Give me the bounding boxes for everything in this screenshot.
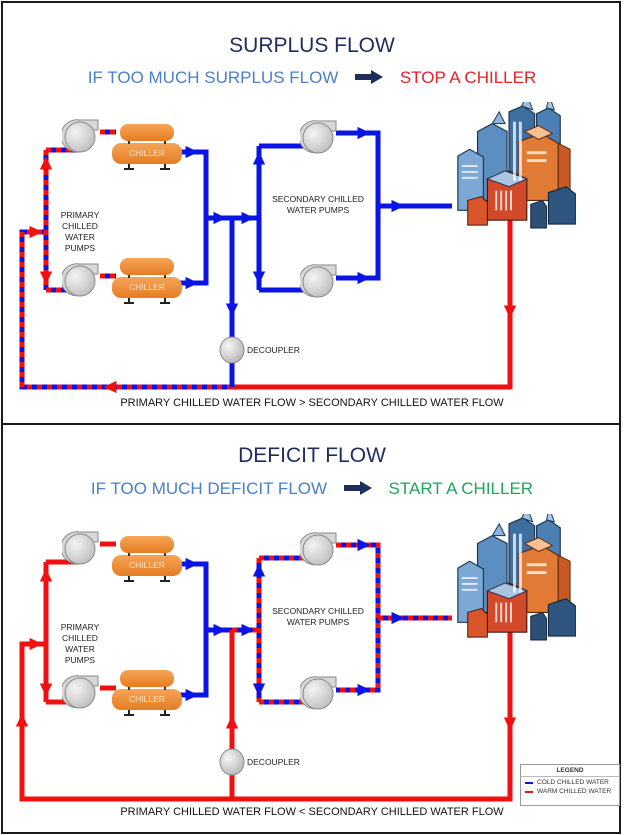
flow-arrow-icon	[241, 623, 255, 637]
surplus-action: STOP A CHILLER	[399, 68, 537, 87]
pump-icon	[300, 120, 337, 154]
primary-pumps-label: CHILLED	[62, 221, 98, 231]
flow-arrow-icon	[39, 568, 53, 582]
pump-icon	[300, 532, 337, 566]
mixed-water-pipe	[19, 229, 232, 390]
flow-arrow-icon	[391, 611, 405, 625]
flow-arrow-icon	[241, 211, 255, 225]
legend-item-warm: WARM CHILLED WATER	[521, 786, 619, 795]
flow-arrow-icon	[213, 623, 227, 637]
warm-water-pipe	[19, 641, 232, 802]
warm-water-pipe	[232, 632, 513, 802]
primary-pumps-label: CHILLED	[62, 633, 98, 643]
legend-item-cold: COLD CHILLED WATER	[521, 777, 619, 786]
legend-title: LEGEND	[521, 765, 619, 777]
chiller-icon	[112, 536, 182, 582]
flow-arrow-icon	[357, 126, 371, 140]
chiller-label: CHILLER	[129, 694, 165, 704]
flow-arrow-icon	[185, 145, 199, 159]
surplus-title: SURPLUS FLOW	[229, 34, 395, 57]
flow-arrow-icon	[103, 380, 117, 394]
flow-arrow-icon	[225, 303, 239, 317]
flow-arrow-icon	[357, 271, 371, 285]
right-arrow-icon	[343, 480, 372, 500]
flow-arrow-icon	[185, 557, 199, 571]
flow-arrow-icon	[252, 271, 266, 285]
chiller-icon	[112, 258, 182, 304]
cold-water-pipe	[178, 149, 209, 286]
chiller-label: CHILLER	[129, 148, 165, 158]
deficit-flow-diagram: CHILLERCHILLERDECOUPLERPRIMARYCHILLEDWAT…	[15, 514, 576, 802]
surplus-subtitle: IF TOO MUCH SURPLUS FLOW STOP A CHILLER	[0, 68, 624, 89]
pump-icon	[62, 531, 99, 565]
flow-arrow-icon	[39, 683, 53, 697]
deficit-condition: IF TOO MUCH DEFICIT FLOW	[90, 479, 328, 498]
primary-pumps-label: PUMPS	[65, 243, 96, 253]
flow-arrow-icon	[185, 276, 199, 290]
deficit-subtitle: IF TOO MUCH DEFICIT FLOW START A CHILLER	[0, 479, 624, 500]
pump-icon	[300, 676, 337, 710]
chiller-label: CHILLER	[129, 560, 165, 570]
flow-arrow-icon	[225, 715, 239, 729]
decoupler-label: DECOUPLER	[247, 757, 300, 767]
primary-pumps-label: WATER	[65, 232, 95, 242]
flow-arrow-icon	[213, 211, 227, 225]
chiller-icon	[112, 670, 182, 716]
primary-pumps-label: PRIMARY	[61, 622, 100, 632]
chiller-icon	[112, 124, 182, 170]
flow-arrow-icon	[503, 305, 517, 319]
flow-arrow-icon	[15, 713, 29, 727]
surplus-flow-diagram: CHILLERCHILLERDECOUPLERPRIMARYCHILLEDWAT…	[19, 102, 576, 394]
right-arrow-icon	[355, 69, 384, 89]
flow-arrow-icon	[39, 156, 53, 170]
pump-icon	[62, 263, 99, 297]
flow-arrow-icon	[503, 717, 517, 731]
secondary-pumps-label: SECONDARY CHILLED	[272, 606, 364, 616]
flow-arrow-icon	[252, 563, 266, 577]
secondary-pumps-label: WATER PUMPS	[287, 617, 350, 627]
deficit-title: DEFICIT FLOW	[238, 444, 386, 467]
flow-arrow-icon	[357, 538, 371, 552]
warm-water-pipe	[232, 220, 513, 390]
flow-arrow-icon	[252, 683, 266, 697]
primary-pumps-label: PRIMARY	[61, 210, 100, 220]
surplus-condition: IF TOO MUCH SURPLUS FLOW	[87, 68, 339, 87]
secondary-pumps-label: WATER PUMPS	[287, 205, 350, 215]
warm-water-swatch	[525, 790, 533, 793]
cold-water-pipe	[178, 561, 209, 698]
building-icon	[457, 102, 576, 229]
decoupler-icon	[219, 748, 245, 776]
chiller-label: CHILLER	[129, 282, 165, 292]
flow-arrow-icon	[39, 271, 53, 285]
pump-icon	[62, 119, 99, 153]
surplus-caption: PRIMARY CHILLED WATER FLOW > SECONDARY C…	[120, 397, 504, 409]
pump-icon	[300, 264, 337, 298]
deficit-action: START A CHILLER	[388, 479, 534, 498]
flow-arrow-icon	[29, 225, 43, 239]
flow-arrow-icon	[252, 151, 266, 165]
legend: LEGEND COLD CHILLED WATER WARM CHILLED W…	[520, 764, 620, 806]
cold-water-swatch	[525, 781, 533, 784]
pump-icon	[62, 675, 99, 709]
primary-pumps-label: WATER	[65, 644, 95, 654]
secondary-pumps-label: SECONDARY CHILLED	[272, 194, 364, 204]
primary-pumps-label: PUMPS	[65, 655, 96, 665]
decoupler-icon	[219, 336, 245, 364]
building-icon	[457, 514, 576, 641]
mixed-water-pipe-dash	[19, 229, 232, 390]
decoupler-label: DECOUPLER	[247, 345, 300, 355]
flow-arrow-icon	[391, 199, 405, 213]
flow-arrow-icon	[29, 637, 43, 651]
flow-arrow-icon	[185, 688, 199, 702]
legend-label-warm: WARM CHILLED WATER	[537, 788, 612, 795]
legend-label-cold: COLD CHILLED WATER	[537, 779, 609, 786]
flow-arrow-icon	[357, 683, 371, 697]
deficit-caption: PRIMARY CHILLED WATER FLOW < SECONDARY C…	[120, 806, 504, 818]
